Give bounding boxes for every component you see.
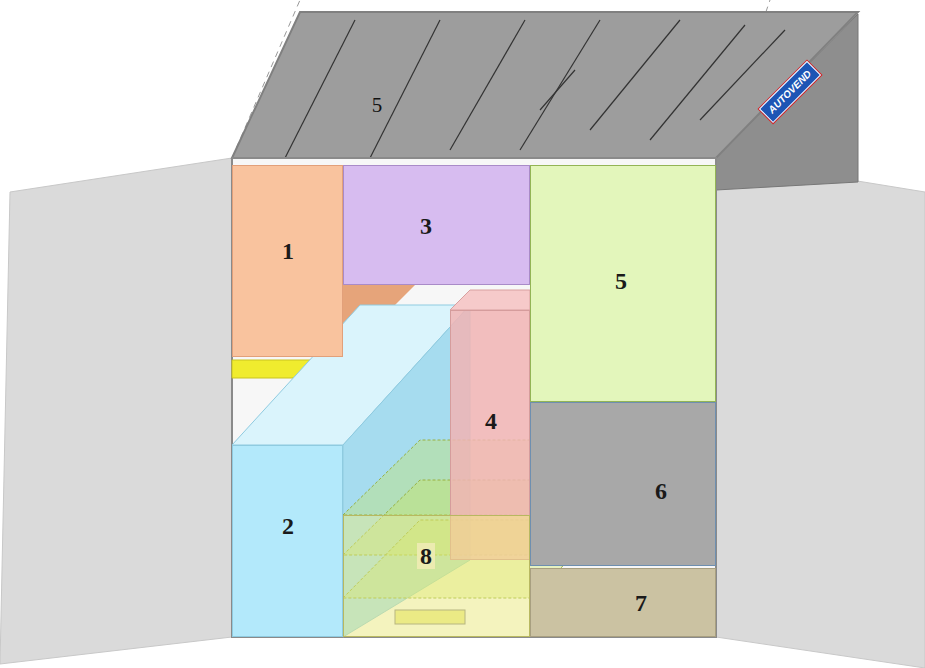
storage-box: 5 bbox=[530, 165, 716, 402]
storage-box: 1 bbox=[232, 165, 343, 357]
storage-box: 8 bbox=[343, 515, 530, 637]
van-interior bbox=[232, 158, 716, 637]
roof-lines bbox=[285, 20, 785, 158]
storage-box: 2 bbox=[232, 445, 343, 637]
right-door bbox=[716, 158, 925, 668]
callout-number: 8 bbox=[417, 543, 435, 569]
callout-number: 1 bbox=[279, 238, 297, 264]
storage-box: 6 bbox=[530, 402, 716, 566]
callout-number: 7 bbox=[632, 590, 650, 616]
roof bbox=[232, 12, 858, 158]
callout-number: 2 bbox=[279, 513, 297, 539]
callout-number: 3 bbox=[417, 213, 435, 239]
storage-box: 7 bbox=[530, 568, 716, 637]
box-top-face bbox=[450, 290, 530, 310]
callout-number: 6 bbox=[652, 478, 670, 504]
left-door bbox=[0, 158, 232, 664]
callout-number: 5 bbox=[612, 268, 630, 294]
storage-box: 3 bbox=[343, 165, 530, 285]
callout-number: 4 bbox=[482, 408, 500, 434]
roof-number: 5 bbox=[372, 95, 383, 116]
